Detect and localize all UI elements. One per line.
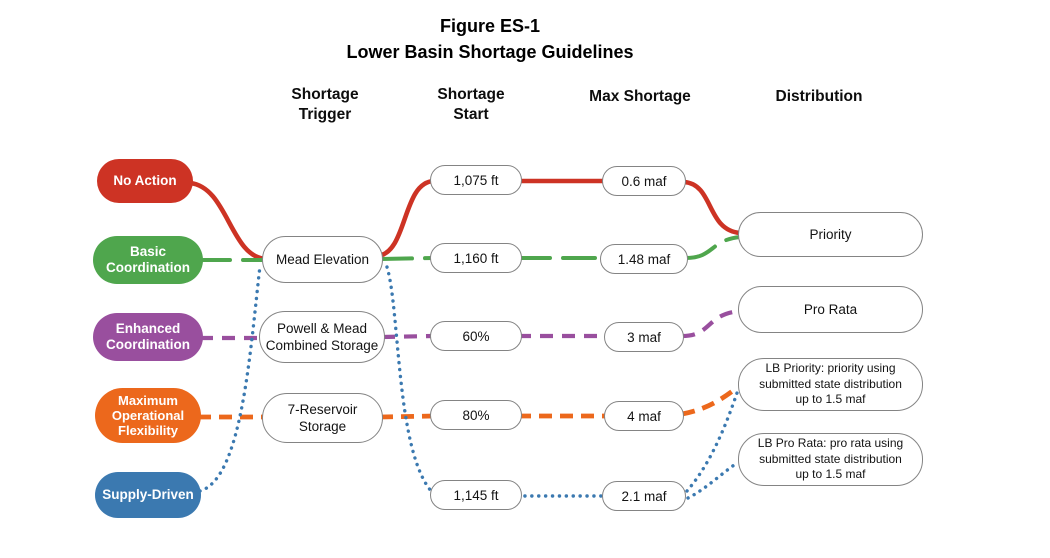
trigger-box-mead-elevation: Mead Elevation (262, 236, 383, 283)
scenario-pill-supply-driven: Supply-Driven (95, 472, 201, 518)
header-max-shortage: Max Shortage (589, 88, 691, 105)
supply-line-to-lb-priority (685, 391, 739, 493)
trigger-box-powell-mead-combined-storage: Powell & Mead Combined Storage (259, 311, 385, 363)
distribution-box-priority: Priority (738, 212, 923, 257)
max-shortage-enhanced-coordination: 3 maf (604, 322, 684, 352)
supply-line-to-lb-pro-rata (686, 461, 739, 500)
distribution-box-lb-pro-rata: LB Pro Rata: pro rata using submitted st… (738, 433, 923, 486)
max-shortage-supply-driven: 2.1 maf (602, 481, 686, 511)
shortage-start-no-action: 1,075 ft (430, 165, 522, 195)
trigger-box-7-reservoir-storage: 7-Reservoir Storage (262, 393, 383, 443)
shortage-start-enhanced-coordination: 60% (430, 321, 522, 351)
flow-basic-coordination (196, 235, 742, 262)
enhanced-line-to-start (381, 333, 435, 340)
no-action-line-to-distribution (681, 179, 743, 236)
figure-title-line2: Lower Basin Shortage Guidelines (346, 42, 634, 62)
distribution-box-lb-priority: LB Priority: priority using submitted st… (738, 358, 923, 411)
max-shortage-maximum-operational-flexibility: 4 maf (604, 401, 684, 431)
header-shortage-start: Shortage Start (437, 86, 505, 123)
flow-supply-driven (198, 264, 739, 500)
header-distribution: Distribution (775, 88, 863, 105)
basic-line-to-start (378, 256, 436, 261)
scenario-pill-no-action: No Action (97, 159, 193, 203)
no-action-line-to-trigger (187, 180, 269, 262)
shortage-start-basic-coordination: 1,160 ft (430, 243, 522, 273)
distribution-box-pro-rata: Pro Rata (738, 286, 923, 333)
max-flex-line-to-distribution (681, 385, 740, 417)
max-shortage-no-action: 0.6 maf (602, 166, 686, 196)
no-action-line-to-start (375, 178, 437, 259)
basic-line-to-distribution (684, 235, 742, 260)
shortage-start-supply-driven: 1,145 ft (430, 480, 522, 510)
figure-title: Figure ES-1 Lower Basin Shortage Guideli… (0, 13, 980, 65)
max-shortage-basic-coordination: 1.48 maf (600, 244, 688, 274)
enhanced-line-to-distribution (681, 308, 741, 339)
supply-line-to-trigger (198, 264, 262, 493)
shortage-start-maximum-operational-flexibility: 80% (430, 400, 522, 430)
scenario-pill-maximum-operational-flexibility: Maximum Operational Flexibility (95, 388, 201, 443)
header-shortage-trigger: Shortage Trigger (291, 86, 359, 123)
flow-no-action (187, 178, 743, 262)
scenario-pill-enhanced-coordination: Enhanced Coordination (93, 313, 203, 361)
supply-line-to-start (385, 265, 434, 494)
scenario-pill-basic-coordination: Basic Coordination (93, 236, 203, 284)
figure-title-line1: Figure ES-1 (439, 16, 541, 36)
